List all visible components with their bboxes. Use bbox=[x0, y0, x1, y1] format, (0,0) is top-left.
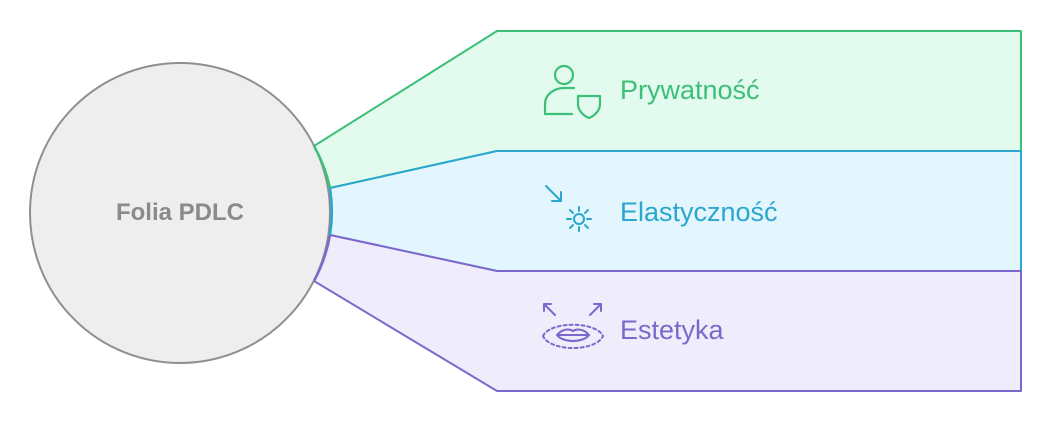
center-arc-privacy bbox=[312, 145, 332, 189]
person-shield-icon bbox=[543, 64, 602, 120]
center-arc-aesthetics bbox=[312, 234, 332, 282]
center-circle bbox=[29, 62, 331, 364]
branch-label-aesthetics: Estetyka bbox=[620, 315, 724, 345]
center-label: Folia PDLC bbox=[115, 199, 244, 226]
lips-expand-icon bbox=[542, 303, 604, 349]
compress-arrow-icon bbox=[545, 185, 592, 232]
branch-label-flexibility: Elastyczność bbox=[620, 197, 778, 227]
branch-label-privacy: Prywatność bbox=[620, 75, 760, 105]
center-arc-flexibility bbox=[328, 187, 334, 236]
